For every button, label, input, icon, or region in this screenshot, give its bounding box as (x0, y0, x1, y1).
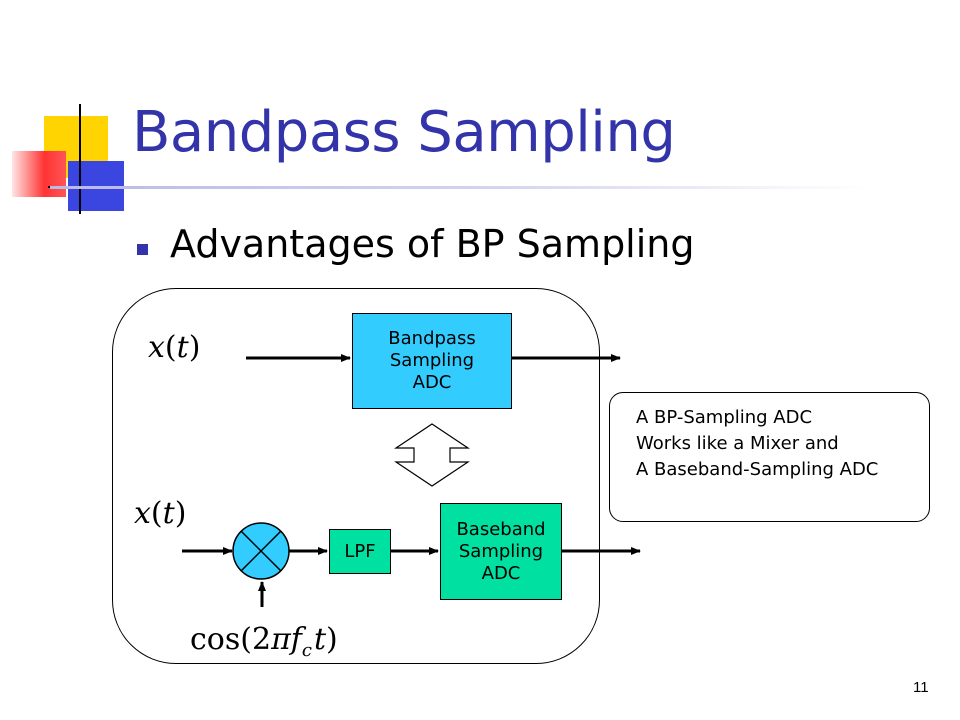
equivalence-arrow-icon (394, 423, 470, 487)
baseband-adc-block: Baseband Sampling ADC (440, 503, 562, 600)
bullet-text: Advantages of BP Sampling (170, 222, 695, 266)
logo-red-square (12, 151, 66, 197)
bandpass-adc-label: Bandpass Sampling ADC (388, 328, 476, 393)
lpf-block: LPF (329, 529, 391, 574)
oscillator-label: cos(2πfct) (190, 622, 338, 661)
equivalence-frame (112, 288, 600, 664)
title-underline (50, 186, 870, 189)
note-line-3: A Baseband-Sampling ADC (636, 459, 879, 480)
bullet-marker (137, 244, 148, 255)
explanation-note: A BP-Sampling ADC Works like a Mixer and… (609, 392, 930, 522)
logo-vertical-line (79, 104, 81, 214)
lpf-label: LPF (344, 540, 376, 562)
bottom-input-label: x(t) (134, 496, 187, 531)
slide-title: Bandpass Sampling (132, 100, 676, 165)
note-line-1: A BP-Sampling ADC (636, 407, 813, 428)
baseband-adc-label: Baseband Sampling ADC (456, 518, 546, 584)
mixer-icon (232, 522, 290, 580)
note-line-2: Works like a Mixer and (636, 433, 839, 454)
page-number: 11 (913, 679, 929, 696)
top-input-label: x(t) (148, 330, 201, 365)
bandpass-adc-block: Bandpass Sampling ADC (352, 313, 512, 409)
